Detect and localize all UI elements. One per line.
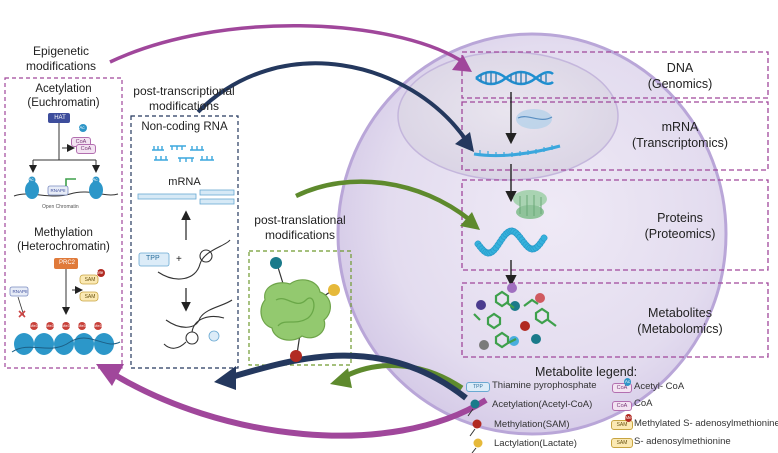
noncoding-rna-illustration — [152, 145, 214, 162]
ac-right-badge: Ac — [92, 177, 98, 182]
metabolite-to-ptr-arrow — [214, 352, 468, 401]
epigenetic-title: Epigenetic modifications — [2, 44, 120, 74]
mrna-strand-icon — [473, 144, 561, 158]
methylation-illustration — [9, 258, 121, 355]
legend-methylation-label: Methylation(SAM) — [494, 419, 570, 430]
methylation-label: Methylation — [34, 227, 93, 239]
legend-sam-label: S- adenosylmethionine — [634, 436, 731, 447]
transcriptomics-label: (Transcriptomics) — [631, 136, 729, 150]
mrna-label: mRNA — [168, 176, 201, 188]
me3-badge: Me3 — [62, 323, 70, 328]
legend-acetyl-coa-icon: CoA — [612, 383, 632, 393]
post-transcriptional-box — [130, 115, 239, 369]
epigenetic-title-line1: Epigenetic — [32, 44, 90, 58]
ac-left-badge: Ac — [28, 177, 34, 182]
acetylation-illustration — [13, 113, 119, 199]
metabolite-to-epigenetic-arrow — [96, 364, 488, 439]
prc2-label: PRC2 — [58, 260, 75, 266]
post-translational-line1: post-translational — [254, 213, 346, 227]
acetylation-heading: Acetylation (Euchromatin) — [5, 82, 122, 110]
open-chromatin-label: Open Chromatin — [42, 204, 79, 210]
legend-coa-label: CoA — [634, 398, 653, 409]
ptm-protein-illustration — [260, 257, 340, 362]
post-translational-box — [248, 250, 352, 366]
legend-methylated-sam-icon: SAM — [611, 420, 633, 430]
me3-badge: Me3 — [94, 323, 102, 328]
legend-coa-icon: CoA — [612, 401, 632, 411]
me3-badge: Me3 — [46, 323, 54, 328]
ac-badge: Ac — [79, 125, 85, 130]
sam-me-label: SAM — [84, 277, 96, 283]
protein-bead — [540, 234, 548, 242]
plus-sign: + — [176, 254, 182, 265]
nucleus — [397, 51, 619, 181]
legend-me-badge: Me — [625, 414, 632, 422]
legend-acetylation-label: Acetylation(Acetyl-CoA) — [492, 399, 593, 410]
legend-tpp-label: Thiamine pyrophosphate — [492, 380, 597, 391]
omics-metabolites: Metabolites (Metabolomics) — [600, 305, 760, 337]
legend-sam-icon: SAM — [611, 438, 633, 448]
epigenetic-title-line2: modifications — [25, 59, 97, 73]
proteomics-label: (Proteomics) — [644, 227, 716, 241]
dna-box — [461, 51, 769, 99]
mrna-illustration — [137, 189, 235, 349]
hat-label: HAT — [54, 115, 66, 121]
proteins-label: Proteins — [657, 211, 703, 225]
noncoding-rna-label: Non-coding RNA — [141, 121, 228, 133]
post-translational-title: post-translational modifications — [240, 213, 360, 243]
omics-mrna: mRNA (Transcriptomics) — [600, 119, 760, 151]
post-transcriptional-line2: modifications — [148, 99, 220, 113]
me-badge: Me — [97, 270, 104, 275]
me3-badge: Me3 — [78, 323, 86, 328]
legend-lactylation-label: Lactylation(Lactate) — [494, 438, 577, 449]
translational-arrow — [295, 179, 480, 230]
metabolites-icon — [473, 283, 557, 350]
sam-label: SAM — [84, 294, 96, 300]
omics-proteins: Proteins (Proteomics) — [600, 210, 760, 242]
methylation-heading: Methylation (Heterochromatin) — [5, 226, 122, 254]
tpp-label: TPP — [146, 255, 160, 262]
legend-title: Metabolite legend: — [535, 365, 638, 379]
dna-label: DNA — [666, 61, 694, 75]
dna-helix-icon — [475, 70, 554, 86]
legend-tpp-icon: TPP — [466, 382, 490, 392]
acetylation-label: Acetylation — [35, 83, 92, 95]
protein-chain-icon — [474, 227, 548, 257]
post-translational-line2: modifications — [264, 228, 336, 242]
rna-polymerase-icon — [516, 109, 553, 129]
rnapii-label-top: RNAPII — [50, 188, 66, 193]
euchromatin-label: (Euchromatin) — [27, 97, 100, 109]
legend-icons — [467, 399, 483, 453]
me3-badge: Me3 — [30, 323, 38, 328]
coa-label: CoA — [76, 144, 96, 154]
mrna-omics-label: mRNA — [661, 120, 699, 134]
legend-methylated-sam-label: Methylated S- adenosylmethionine — [634, 418, 778, 429]
epigenetic-box — [4, 77, 123, 369]
metabolites-box — [461, 282, 769, 358]
epigenetic-arrow — [109, 24, 472, 72]
omics-dna: DNA (Genomics) — [600, 60, 760, 92]
genomics-label: (Genomics) — [647, 77, 713, 91]
metabolomics-label: (Metabolomics) — [637, 322, 723, 336]
ribosome-icon — [513, 190, 547, 219]
rnapii-label-bottom: RNAPII — [12, 289, 28, 294]
legend-acetyl-coa-label: Acetyl- CoA — [634, 381, 685, 392]
post-transcriptional-title: post-transcriptional modifications — [124, 84, 244, 114]
heterochromatin-label: (Heterochromatin) — [17, 241, 110, 253]
transcriptional-arrow — [196, 61, 474, 152]
post-transcriptional-line1: post-transcriptional — [133, 84, 235, 98]
metabolites-label: Metabolites — [648, 306, 712, 320]
legend-acetyl-badge: Ac — [624, 378, 631, 386]
